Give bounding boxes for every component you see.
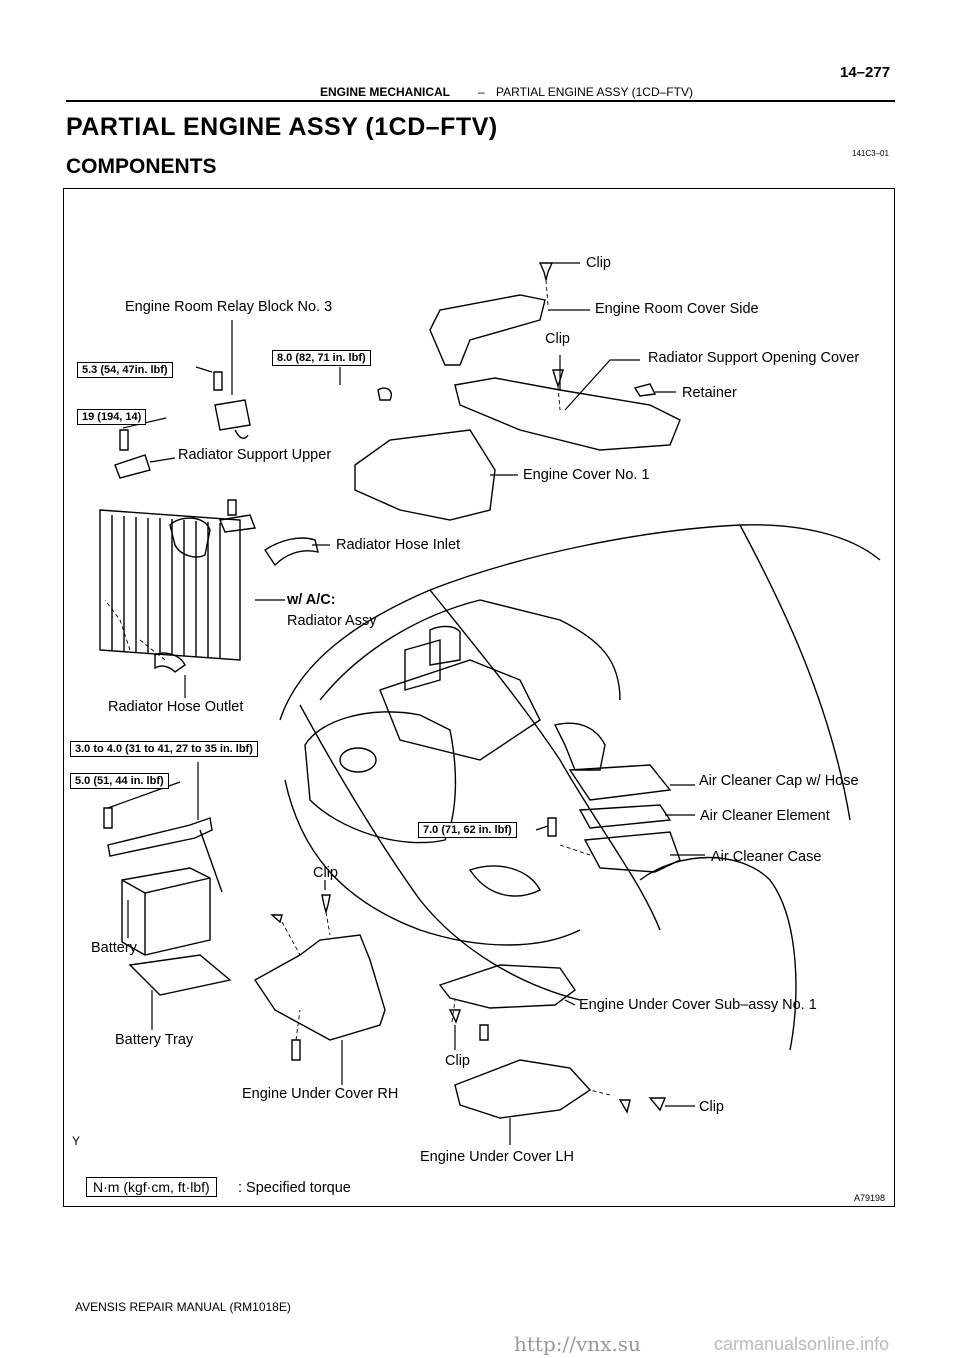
radiator-support-upper-bracket: [114, 454, 151, 479]
car-grille: [304, 711, 457, 844]
watermark-site: carmanualsonline.info: [714, 1334, 890, 1354]
battery-clamp: [107, 817, 223, 893]
label-radiator-support-opening-cover: Radiator Support Opening Cover: [648, 350, 860, 366]
label-engine-room-cover-side: Engine Room Cover Side: [595, 301, 759, 317]
label-battery: Battery: [91, 940, 137, 956]
label-air-cleaner-element: Air Cleaner Element: [700, 808, 830, 824]
torque-legend-text: : Specified torque: [238, 1180, 351, 1196]
battery-tray: [128, 954, 232, 996]
radiator-hose-inlet: [264, 537, 319, 567]
car-outline: [279, 524, 881, 1001]
label-retainer: Retainer: [682, 385, 737, 401]
retainer: [633, 383, 657, 397]
y-mark: Y: [72, 1134, 81, 1148]
car-hood: [319, 599, 621, 701]
label-clip-5: Clip: [699, 1099, 724, 1115]
page-number: 14–277: [840, 64, 891, 81]
torque-box-relay-block: 5.3 (54, 47in. lbf): [77, 362, 173, 378]
relay-block: [214, 399, 251, 439]
label-clip-4: Clip: [445, 1053, 470, 1069]
engine-cover-no1: [354, 429, 496, 521]
header-separator: –: [478, 85, 485, 99]
watermark-link[interactable]: http://vnx.su: [514, 1332, 641, 1356]
torque-legend-box: N·m (kgf·cm, ft·lbf): [86, 1177, 217, 1197]
label-engine-under-cover-sub: Engine Under Cover Sub–assy No. 1: [579, 997, 817, 1013]
engine-bay-block: [379, 659, 541, 761]
section-subtitle: COMPONENTS: [66, 155, 217, 178]
engine-under-cover-sub: [438, 964, 576, 1009]
label-air-cleaner-cap: Air Cleaner Cap w/ Hose: [699, 773, 859, 789]
radiator-core: [99, 509, 241, 661]
car-fog-lamp: [468, 865, 541, 897]
battery: [121, 867, 211, 956]
torque-box-battery-clamp-bolt: 5.0 (51, 44 in. lbf): [70, 773, 169, 789]
footer-manual-id: AVENSIS REPAIR MANUAL (RM1018E): [75, 1300, 291, 1314]
fan-shroud: [169, 517, 211, 558]
radiator-support-opening-cover: [454, 377, 681, 451]
label-radiator-assy: Radiator Assy: [287, 613, 377, 629]
car-bumper: [284, 779, 581, 946]
air-cleaner-case: [583, 831, 681, 873]
car-wheel-arch: [639, 856, 797, 1051]
label-battery-tray: Battery Tray: [115, 1032, 194, 1048]
diagram-frame: [63, 188, 895, 1207]
engine-under-cover-rh: [253, 934, 386, 1041]
label-clip-2: Clip: [545, 331, 570, 347]
torque-box-engine-cover: 8.0 (82, 71 in. lbf): [272, 350, 371, 366]
label-engine-cover-no1: Engine Cover No. 1: [523, 467, 650, 483]
label-radiator-support-upper: Radiator Support Upper: [178, 447, 332, 463]
torque-box-air-cleaner: 7.0 (71, 62 in. lbf): [418, 822, 517, 838]
header-subsection: PARTIAL ENGINE ASSY (1CD–FTV): [496, 85, 693, 99]
header-rule: [66, 100, 895, 102]
torque-box-radiator-support: 19 (194, 14): [77, 409, 147, 425]
label-engine-room-relay-block: Engine Room Relay Block No. 3: [125, 299, 333, 315]
air-cleaner-hose: [553, 722, 606, 771]
page-title: PARTIAL ENGINE ASSY (1CD–FTV): [66, 113, 498, 141]
header-section: ENGINE MECHANICAL: [320, 85, 451, 99]
air-cleaner-cap: [568, 764, 672, 801]
engine-under-cover-lh: [454, 1059, 592, 1119]
torque-box-battery-clamp-nut: 3.0 to 4.0 (31 to 41, 27 to 35 in. lbf): [70, 741, 258, 757]
figure-code: A79198: [854, 1193, 886, 1203]
label-clip-3: Clip: [313, 865, 338, 881]
label-engine-under-cover-rh: Engine Under Cover RH: [242, 1086, 399, 1102]
reference-code: 141C3–01: [852, 149, 889, 158]
engine-room-cover-side: [429, 294, 546, 366]
label-radiator-hose-inlet: Radiator Hose Inlet: [336, 537, 461, 553]
label-wac: w/ A/C:: [287, 592, 336, 608]
label-clip-top: Clip: [586, 255, 611, 271]
car-emblem: [339, 747, 377, 773]
label-engine-under-cover-lh: Engine Under Cover LH: [420, 1149, 574, 1165]
label-air-cleaner-case: Air Cleaner Case: [711, 849, 822, 865]
label-radiator-hose-outlet: Radiator Hose Outlet: [108, 699, 244, 715]
air-cleaner-element: [578, 804, 672, 829]
radiator-hose-outlet: [154, 652, 186, 673]
